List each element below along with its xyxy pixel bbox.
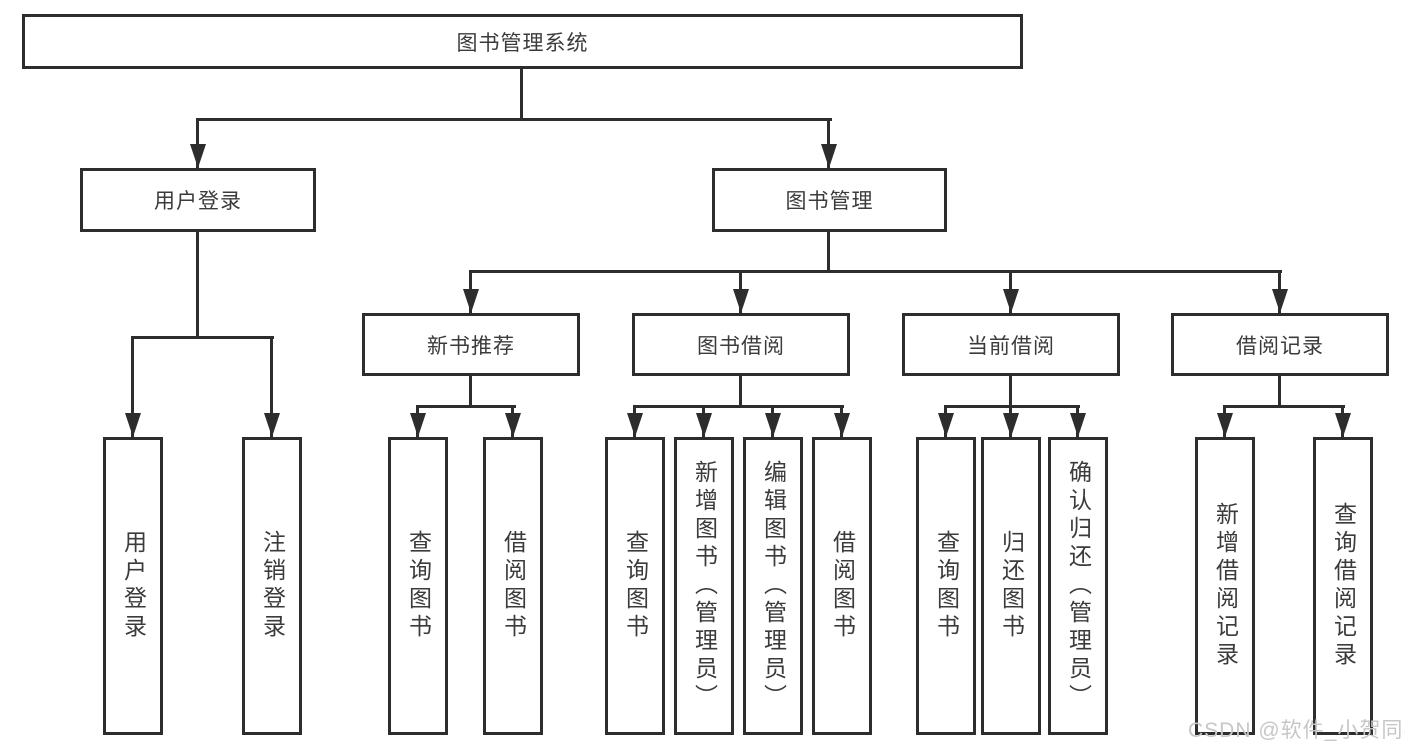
arrowhead-down-icon xyxy=(938,413,954,437)
leaf-node-borrowing-add-books-admin: 新增图书（管理员） xyxy=(674,437,734,735)
connector-line xyxy=(196,232,199,338)
leaf-node-records-add-borrow-record: 新增借阅记录 xyxy=(1195,437,1255,735)
node-label: 新书推荐 xyxy=(427,334,515,358)
connector-line xyxy=(827,232,830,272)
leaf-node-current-return-books: 归还图书 xyxy=(981,437,1041,735)
arrowhead-down-icon xyxy=(1272,289,1288,313)
leaf-node-current-query-books: 查询图书 xyxy=(916,437,976,735)
connector-line xyxy=(196,118,832,121)
leaf-node-borrowing-edit-books-admin: 编辑图书（管理员） xyxy=(743,437,803,735)
connector-line xyxy=(633,405,844,408)
node-label: 用户登录 xyxy=(154,190,242,213)
node-label: 借阅图书 xyxy=(829,530,856,642)
connector-line xyxy=(739,376,742,407)
leaf-node-borrowing-borrow-books: 借阅图书 xyxy=(812,437,872,735)
arrowhead-down-icon xyxy=(1217,413,1233,437)
connector-line xyxy=(1223,405,1345,408)
node-label: 查询图书 xyxy=(405,530,432,642)
arrowhead-down-icon xyxy=(821,144,837,168)
leaf-node-current-confirm-return-admin: 确认归还（管理员） xyxy=(1048,437,1108,735)
node-borrowing-records: 借阅记录 xyxy=(1171,313,1389,376)
node-library-system: 图书管理系统 xyxy=(22,14,1023,69)
node-label: 新增借阅记录 xyxy=(1212,502,1239,670)
leaf-node-logout: 注销登录 xyxy=(242,437,302,735)
leaf-node-user-login: 用户登录 xyxy=(103,437,163,735)
arrowhead-down-icon xyxy=(125,413,141,437)
arrowhead-down-icon xyxy=(696,413,712,437)
node-user-login: 用户登录 xyxy=(80,168,316,232)
arrowhead-down-icon xyxy=(463,289,479,313)
node-book-borrowing: 图书借阅 xyxy=(632,313,850,376)
connector-line xyxy=(131,336,274,339)
node-label: 查询图书 xyxy=(622,530,649,642)
node-label: 图书管理 xyxy=(785,190,874,213)
arrowhead-down-icon xyxy=(505,413,521,437)
connector-line xyxy=(131,336,134,437)
arrowhead-down-icon xyxy=(627,413,643,437)
leaf-node-recommend-query-books: 查询图书 xyxy=(388,437,448,735)
node-label: 图书管理系统 xyxy=(456,31,589,55)
node-label: 图书借阅 xyxy=(697,334,785,358)
node-label: 注销登录 xyxy=(259,530,286,642)
node-new-book-recommendation: 新书推荐 xyxy=(362,313,580,376)
node-label: 新增图书（管理员） xyxy=(691,460,718,712)
connector-line xyxy=(196,118,199,168)
arrowhead-down-icon xyxy=(733,289,749,313)
connector-line xyxy=(1009,376,1012,407)
connector-line xyxy=(469,270,1282,273)
arrowhead-down-icon xyxy=(190,144,206,168)
arrowhead-down-icon xyxy=(834,413,850,437)
connector-line xyxy=(270,336,273,437)
node-label: 确认归还（管理员） xyxy=(1065,460,1092,712)
connector-line xyxy=(520,67,523,120)
connector-line xyxy=(1278,376,1281,407)
connector-line xyxy=(416,405,516,408)
arrowhead-down-icon xyxy=(264,413,280,437)
node-label: 借阅图书 xyxy=(500,530,527,642)
arrowhead-down-icon xyxy=(1335,413,1351,437)
leaf-node-records-query-borrow-record: 查询借阅记录 xyxy=(1313,437,1373,735)
arrowhead-down-icon xyxy=(1070,413,1086,437)
node-label: 用户登录 xyxy=(120,530,147,642)
node-current-borrowing: 当前借阅 xyxy=(902,313,1120,376)
arrowhead-down-icon xyxy=(1003,413,1019,437)
node-label: 归还图书 xyxy=(998,530,1025,642)
connector-line xyxy=(827,118,830,168)
node-book-management: 图书管理 xyxy=(712,168,947,232)
arrowhead-down-icon xyxy=(1003,289,1019,313)
node-label: 当前借阅 xyxy=(967,334,1055,358)
node-label: 借阅记录 xyxy=(1236,334,1324,358)
leaf-node-recommend-borrow-books: 借阅图书 xyxy=(483,437,543,735)
arrowhead-down-icon xyxy=(765,413,781,437)
csdn-watermark: CSDN @软件_小贺同学 xyxy=(1188,719,1405,742)
node-label: 编辑图书（管理员） xyxy=(760,460,787,712)
node-label: 查询图书 xyxy=(933,530,960,642)
arrowhead-down-icon xyxy=(410,413,426,437)
connector-line xyxy=(944,405,1080,408)
leaf-node-borrowing-query-books: 查询图书 xyxy=(605,437,665,735)
node-label: 查询借阅记录 xyxy=(1330,502,1357,670)
connector-line xyxy=(469,376,472,407)
